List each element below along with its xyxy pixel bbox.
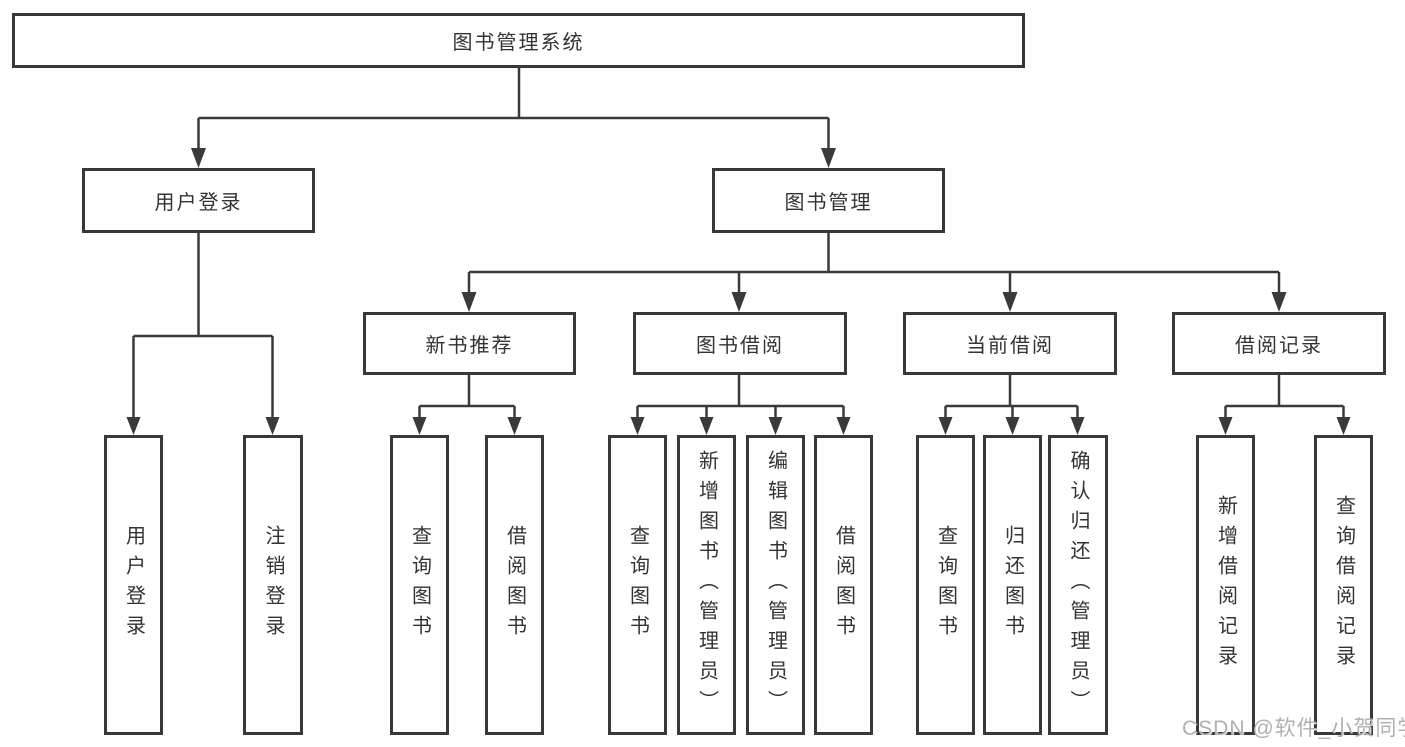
leaf-borrow-books-2: 借阅图书 <box>814 435 873 735</box>
node-borrowing-records: 借阅记录 <box>1172 312 1386 375</box>
leaf-return-books: 归还图书 <box>983 435 1042 735</box>
leaf-borrow-books-1: 借阅图书 <box>485 435 544 735</box>
leaf-add-borrow-record: 新增借阅记录 <box>1196 435 1255 735</box>
connector-newbook-to-leaves <box>412 375 522 435</box>
connector-current-to-leaves <box>938 375 1085 435</box>
leaf-label: 归还图书 <box>1001 525 1024 645</box>
leaf-query-books-1: 查询图书 <box>390 435 449 735</box>
arrowhead <box>1271 292 1287 312</box>
arrowhead <box>412 417 427 435</box>
leaf-label: 确认归还（管理员） <box>1067 450 1089 720</box>
arrowhead <box>507 417 522 435</box>
leaf-edit-books-admin: 编辑图书（管理员） <box>746 435 805 735</box>
leaf-label: 新增借阅记录 <box>1214 495 1237 675</box>
arrowhead <box>1336 417 1351 435</box>
leaf-label: 编辑图书（管理员） <box>764 450 787 720</box>
arrowhead <box>836 417 851 435</box>
leaf-label: 借阅图书 <box>503 525 526 645</box>
node-current-borrowing: 当前借阅 <box>903 312 1117 375</box>
arrowhead <box>191 148 206 168</box>
arrowhead <box>1005 417 1020 435</box>
node-label: 当前借阅 <box>966 335 1054 357</box>
node-label: 新书推荐 <box>425 335 514 357</box>
connector-root-to-level1 <box>191 68 836 168</box>
leaf-user-login: 用户登录 <box>104 435 163 735</box>
csdn-watermark: CSDN @软件_小贺同学 <box>1182 717 1405 740</box>
arrowhead <box>461 292 477 312</box>
leaf-label: 用户登录 <box>122 525 145 645</box>
node-label: 图书管理 <box>784 192 873 214</box>
node-label: 借阅记录 <box>1235 335 1323 357</box>
connector-login-to-leaves <box>126 233 280 435</box>
connector-records-to-leaves <box>1218 375 1351 435</box>
arrowhead <box>1002 292 1018 312</box>
arrowhead <box>731 292 747 312</box>
node-book-management: 图书管理 <box>712 168 945 233</box>
leaf-query-books-3: 查询图书 <box>916 435 975 735</box>
leaf-label: 查询图书 <box>934 525 957 645</box>
node-label: 用户登录 <box>154 192 243 214</box>
leaf-add-books-admin: 新增图书（管理员） <box>677 435 736 735</box>
arrowhead <box>699 417 714 435</box>
leaf-label: 查询借阅记录 <box>1332 495 1355 675</box>
leaf-label: 借阅图书 <box>832 525 855 645</box>
arrowhead <box>265 417 280 435</box>
leaf-label: 新增图书（管理员） <box>695 450 718 720</box>
leaf-confirm-return-admin: 确认归还（管理员） <box>1048 435 1108 735</box>
leaf-label: 注销登录 <box>262 525 284 645</box>
node-new-book-recommend: 新书推荐 <box>363 312 576 375</box>
arrowhead <box>938 417 953 435</box>
leaf-label: 查询图书 <box>626 525 649 645</box>
node-root-library-system: 图书管理系统 <box>12 13 1025 68</box>
arrowhead <box>768 417 783 435</box>
connector-borrow-to-leaves <box>630 375 851 435</box>
node-label: 图书借阅 <box>696 335 784 357</box>
arrowhead <box>1218 417 1233 435</box>
node-book-borrowing: 图书借阅 <box>633 312 847 375</box>
node-user-login: 用户登录 <box>82 168 315 233</box>
arrowhead <box>126 417 141 435</box>
connector-mgmt-to-level2 <box>461 233 1287 312</box>
node-label: 图书管理系统 <box>452 32 585 54</box>
leaf-logout: 注销登录 <box>243 435 303 735</box>
leaf-label: 查询图书 <box>408 525 431 645</box>
leaf-query-borrow-record: 查询借阅记录 <box>1314 435 1373 735</box>
arrowhead <box>1070 417 1085 435</box>
arrowhead <box>630 417 645 435</box>
leaf-query-books-2: 查询图书 <box>608 435 667 735</box>
arrowhead <box>821 148 836 168</box>
